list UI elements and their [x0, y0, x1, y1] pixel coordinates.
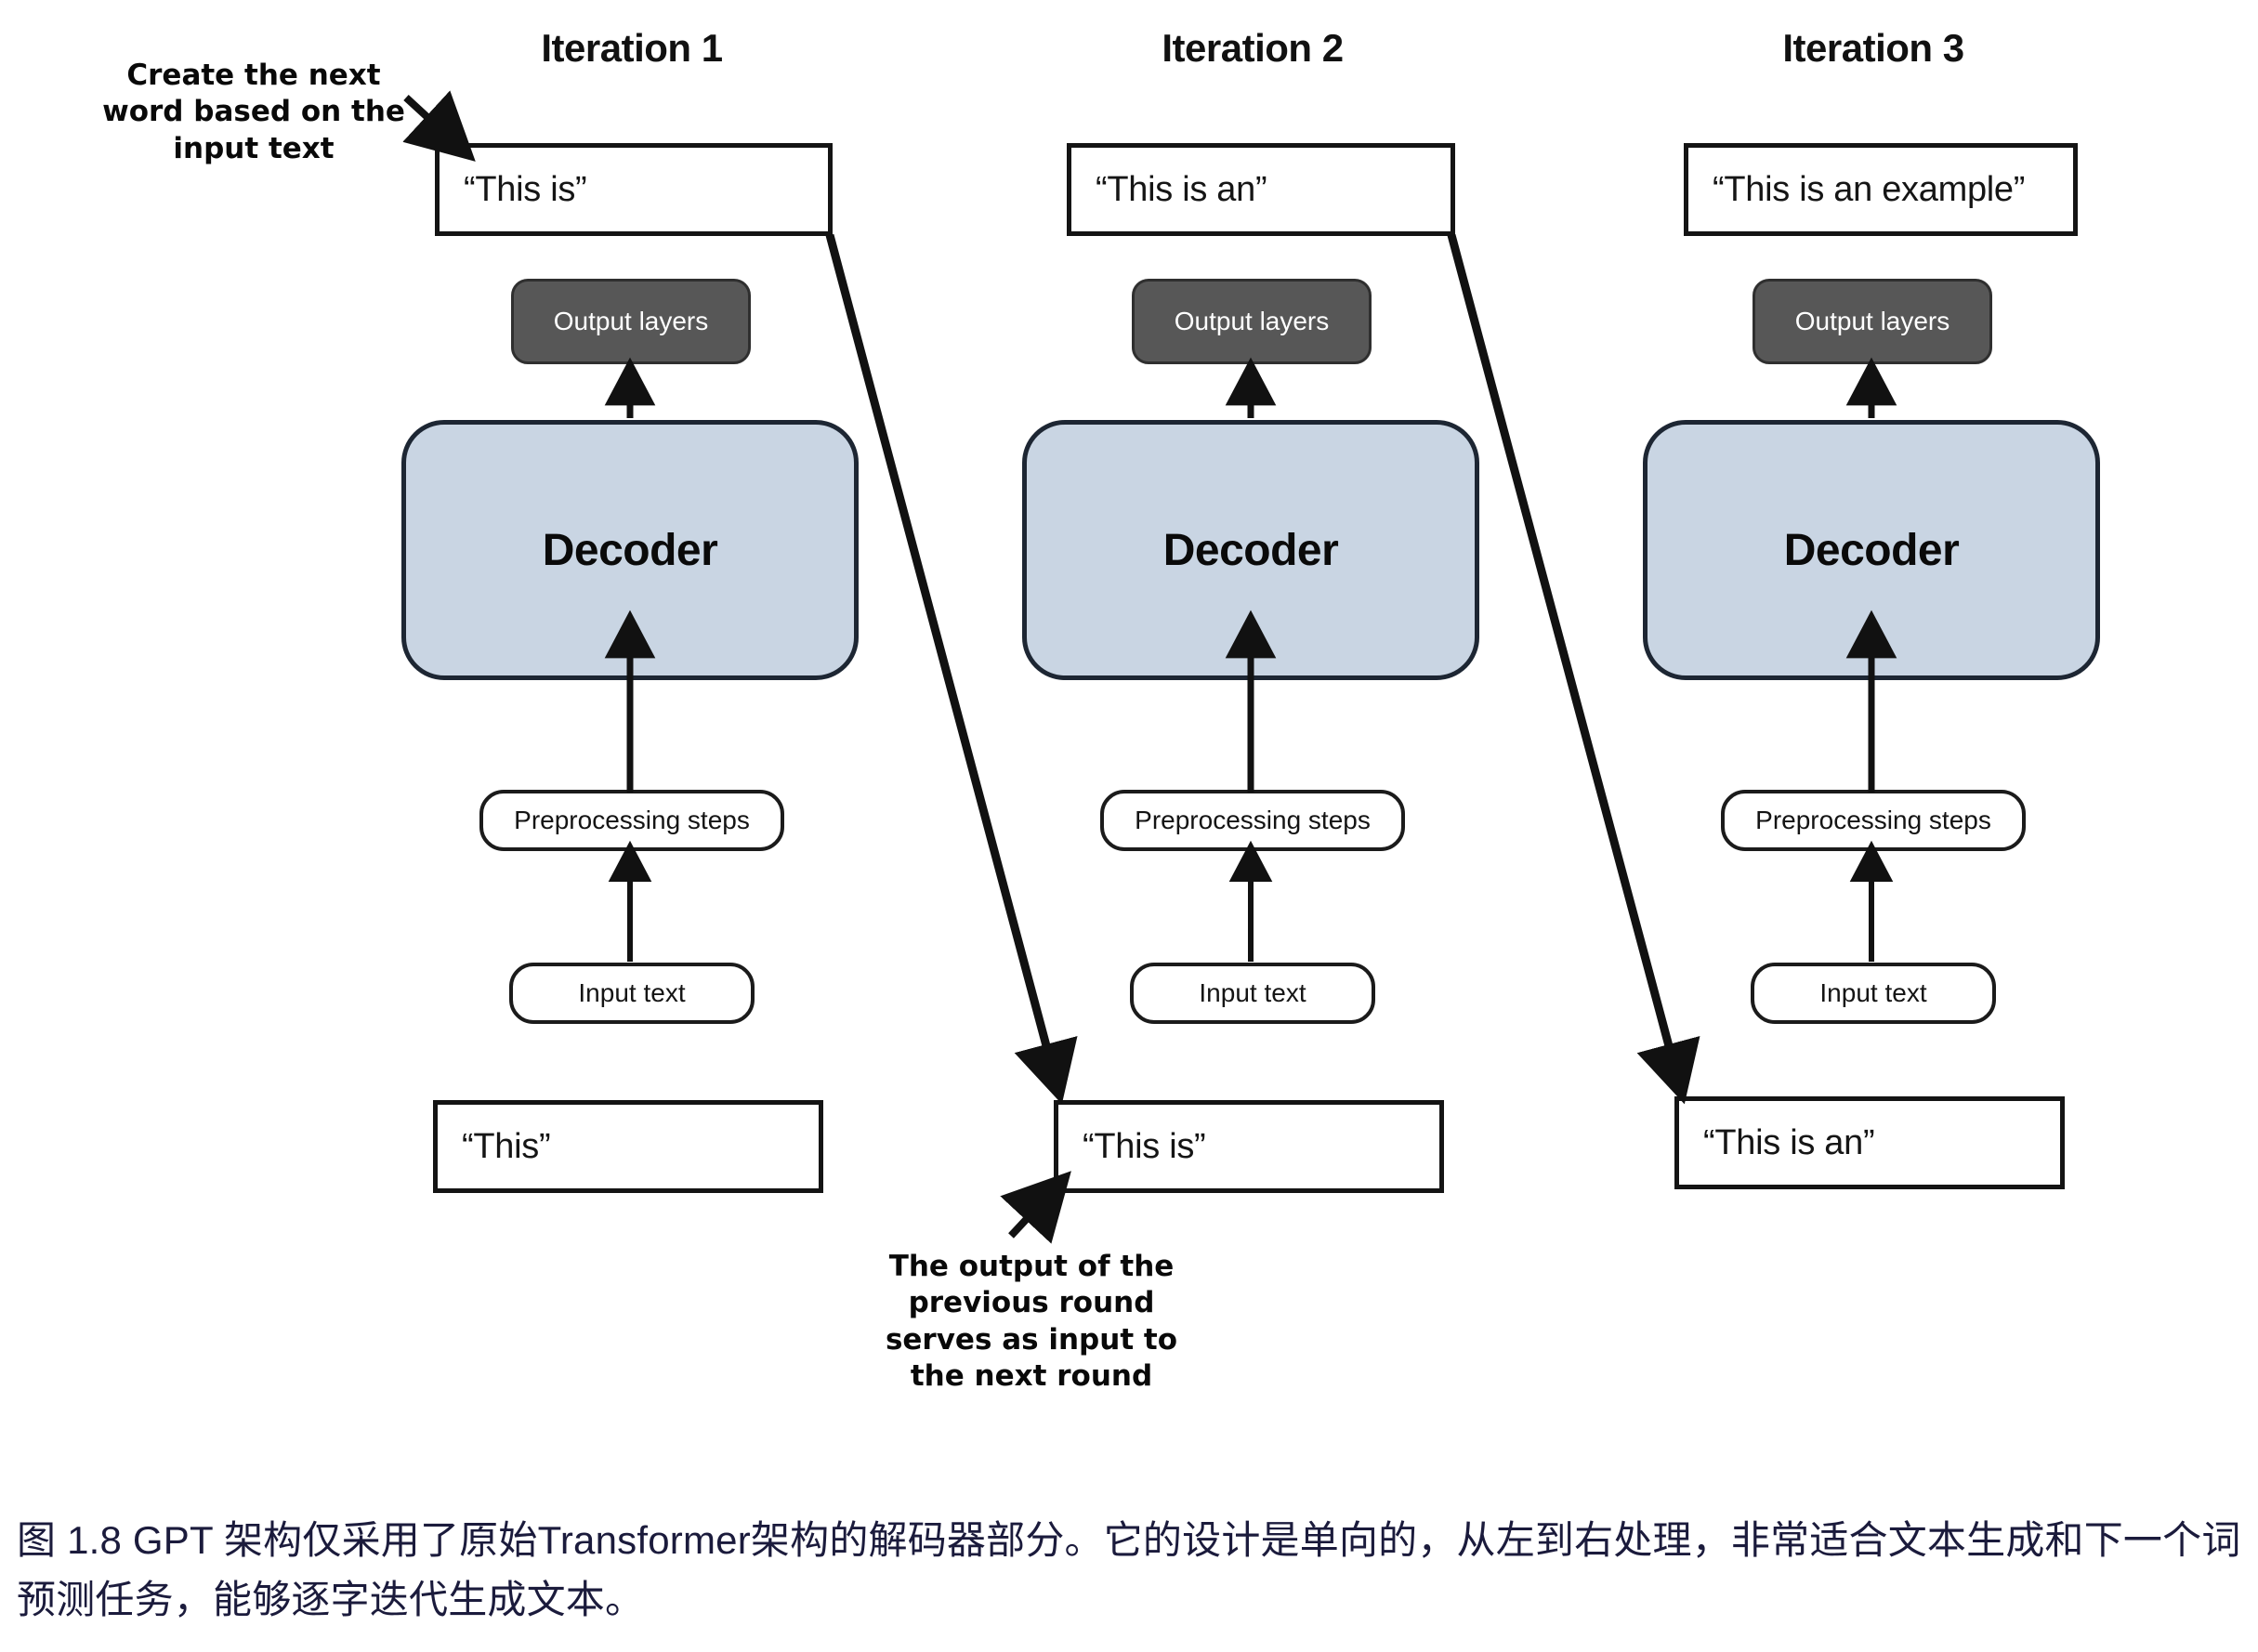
preprocessing-pill-iteration-2[interactable]: Preprocessing steps	[1100, 790, 1405, 851]
annotation-line: the next round	[910, 1359, 1153, 1394]
output-text-box-iteration-3[interactable]: “This is an example”	[1684, 143, 2078, 236]
input-text-pill-iteration-2[interactable]: Input text	[1130, 963, 1375, 1024]
output-layers-box-iteration-1[interactable]: Output layers	[511, 279, 751, 364]
input-text-pill-iteration-3[interactable]: Input text	[1751, 963, 1996, 1024]
preprocessing-label-1: Preprocessing steps	[514, 806, 750, 834]
input-text-box-iteration-1[interactable]: “This”	[433, 1100, 823, 1193]
output-text-box-iteration-1[interactable]: “This is”	[435, 143, 833, 236]
input-text-pill-label-2: Input text	[1199, 978, 1306, 1007]
input-text-label-1: “This”	[462, 1126, 551, 1166]
input-text-label-2: “This is”	[1083, 1126, 1206, 1166]
annotation-line: The output of the	[888, 1250, 1175, 1283]
annotation-line: Create the next	[126, 59, 381, 92]
input-text-pill-iteration-1[interactable]: Input text	[509, 963, 755, 1024]
arrow-feedback-2-to-3	[1447, 233, 1700, 1105]
column-title-iteration-2: Iteration 2	[1162, 26, 1344, 70]
output-layers-box-iteration-3[interactable]: Output layers	[1753, 279, 1992, 364]
input-text-label-3: “This is an”	[1703, 1122, 1875, 1162]
decoder-box-iteration-2[interactable]: Decoder	[1022, 420, 1479, 680]
figure-caption: 图 1.8 GPT 架构仅采用了原始Transformer架构的解码器部分。它的…	[17, 1518, 2241, 1621]
annotation-line: serves as input to	[885, 1322, 1178, 1357]
annotation-create-next-word: Create the next word based on the input …	[100, 58, 407, 167]
preprocessing-label-2: Preprocessing steps	[1135, 806, 1371, 834]
annotation-output-feeds-next-round: The output of the previous round serves …	[855, 1249, 1208, 1395]
output-text-box-iteration-2[interactable]: “This is an”	[1067, 143, 1455, 236]
decoder-box-iteration-1[interactable]: Decoder	[401, 420, 859, 680]
preprocessing-pill-iteration-1[interactable]: Preprocessing steps	[479, 790, 784, 851]
input-text-pill-label-1: Input text	[578, 978, 686, 1007]
input-text-pill-label-3: Input text	[1819, 978, 1927, 1007]
output-layers-label-3: Output layers	[1794, 307, 1950, 335]
decoder-label-3: Decoder	[1783, 525, 1960, 575]
preprocessing-label-3: Preprocessing steps	[1755, 806, 1991, 834]
output-text-label-2: “This is an”	[1096, 169, 1267, 209]
output-layers-label-2: Output layers	[1174, 307, 1330, 335]
input-text-box-iteration-3[interactable]: “This is an”	[1674, 1096, 2065, 1189]
output-text-label-1: “This is”	[464, 169, 587, 209]
output-layers-label-1: Output layers	[553, 307, 709, 335]
arrow-feedback-1-to-2	[825, 233, 1078, 1105]
decoder-label-2: Decoder	[1162, 525, 1339, 575]
annotation-line: previous round	[908, 1286, 1155, 1320]
decoder-label-1: Decoder	[542, 525, 718, 575]
output-text-label-3: “This is an example”	[1713, 169, 2026, 209]
output-layers-box-iteration-2[interactable]: Output layers	[1132, 279, 1372, 364]
annotation-line: input text	[173, 131, 335, 165]
column-title-iteration-3: Iteration 3	[1782, 26, 1964, 70]
column-title-iteration-1: Iteration 1	[541, 26, 723, 70]
input-text-box-iteration-2[interactable]: “This is”	[1054, 1100, 1444, 1193]
preprocessing-pill-iteration-3[interactable]: Preprocessing steps	[1721, 790, 2026, 851]
annotation-line: word based on the	[102, 95, 405, 129]
decoder-box-iteration-3[interactable]: Decoder	[1643, 420, 2100, 680]
